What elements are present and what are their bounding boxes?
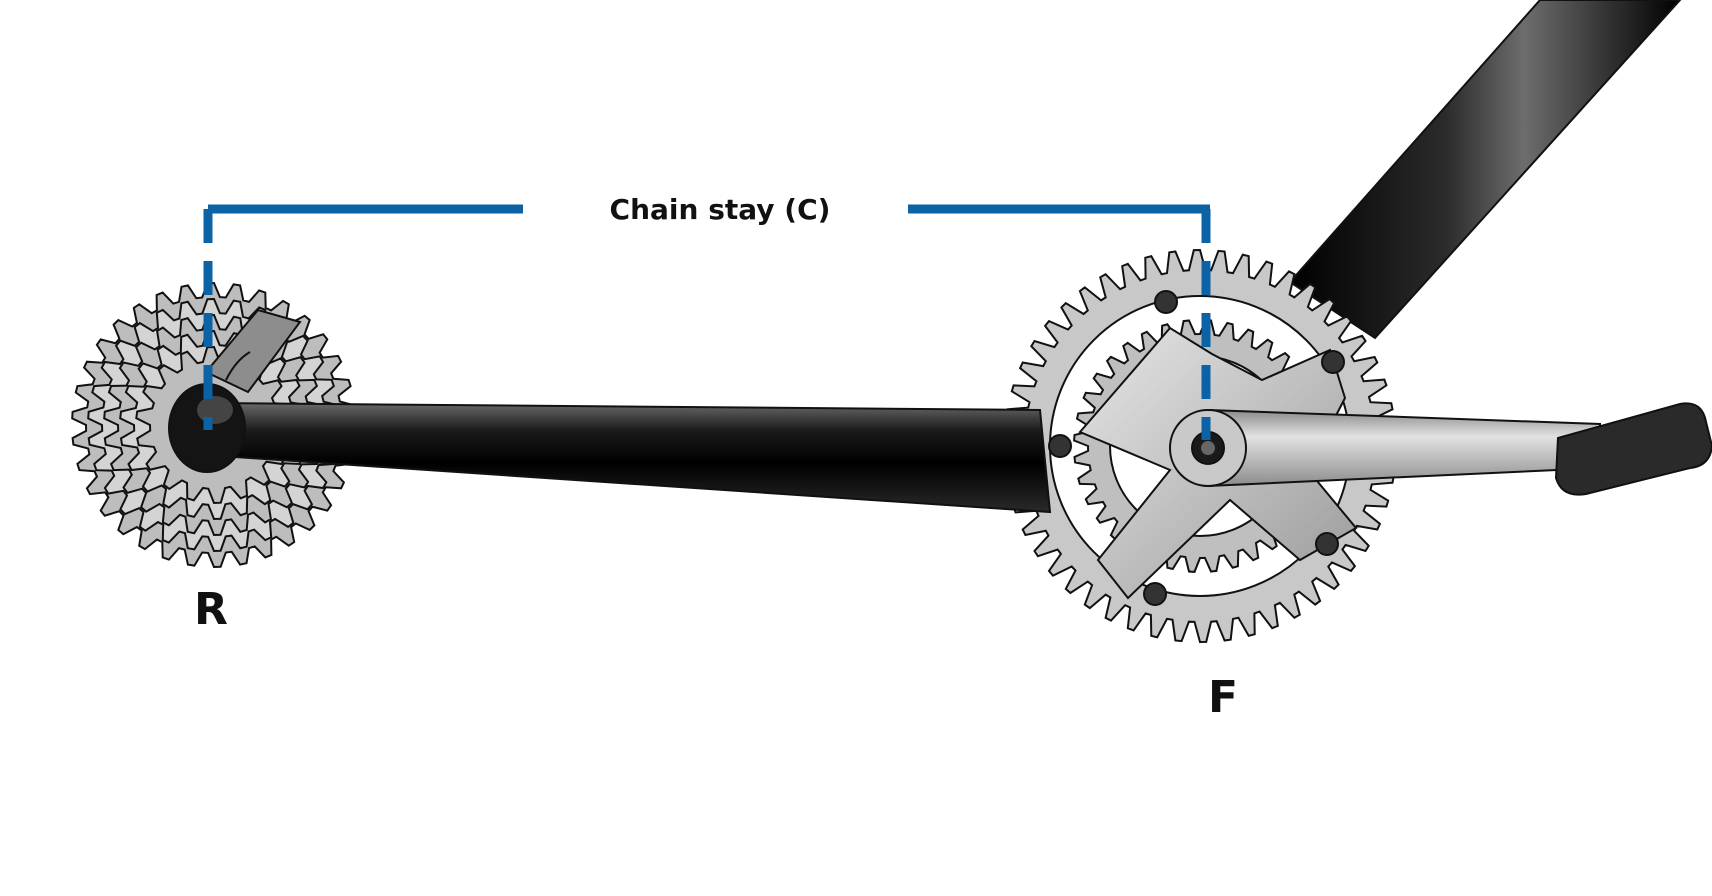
down-tube [1288, 0, 1682, 340]
chain-stay-label: Chain stay (C) [609, 193, 831, 226]
seat-stay-stub [204, 308, 302, 394]
rear-label: R [194, 584, 228, 635]
front-label: F [1207, 672, 1239, 723]
crank-arm [1169, 408, 1601, 488]
pedal-icon [1554, 402, 1712, 496]
chain-stay-dimension [203, 204, 1211, 440]
